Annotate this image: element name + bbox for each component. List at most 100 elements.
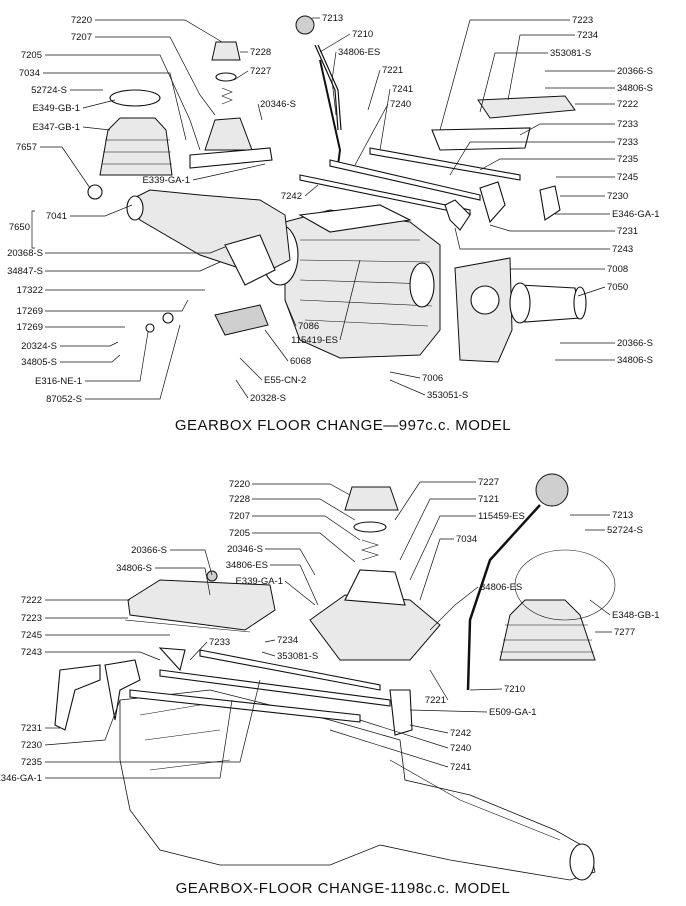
bottom-label-7241: 7241 <box>450 762 471 773</box>
top-label-7650: 7650 <box>9 222 30 233</box>
bottom-label-7277: 7277 <box>614 627 635 638</box>
bottom-label-e346-ga-1: E346-GA-1 <box>0 773 42 784</box>
bottom-diagram-title: GEARBOX-FLOOR CHANGE-1198c.c. MODEL <box>176 880 511 897</box>
top-label-353051-s: 353051-S <box>427 390 468 401</box>
top-label-e55-cn-2: E55-CN-2 <box>264 375 306 386</box>
bottom-label-7245: 7245 <box>21 630 42 641</box>
bottom-label-20346-s: 20346-S <box>227 544 263 555</box>
top-label-7205: 7205 <box>21 50 42 61</box>
bottom-label-20366-s: 20366-S <box>131 545 167 556</box>
top-label-7220: 7220 <box>71 15 92 26</box>
top-label-52724-s: 52724-S <box>31 85 67 96</box>
top-label-7207: 7207 <box>71 32 92 43</box>
top-leader-lines <box>40 17 615 400</box>
bottom-label-7231: 7231 <box>21 723 42 734</box>
top-label-7235: 7235 <box>617 154 638 165</box>
bottom-label-e348-gb-1: E348-GB-1 <box>612 610 660 621</box>
top-label-20366-s-b: 20366-S <box>617 338 653 349</box>
top-label-7233-b: 7233 <box>617 137 638 148</box>
top-label-34806-s-a: 34806-S <box>617 83 653 94</box>
bottom-label-7230: 7230 <box>21 740 42 751</box>
top-label-7213: 7213 <box>322 13 343 24</box>
top-label-34805-s: 34805-S <box>21 357 57 368</box>
top-label-87052-s: 87052-S <box>46 394 82 405</box>
top-label-7242: 7242 <box>281 191 302 202</box>
bottom-label-7233: 7233 <box>209 637 230 648</box>
top-bracket-7650 <box>31 210 35 249</box>
top-label-7230: 7230 <box>607 191 628 202</box>
bottom-label-7207: 7207 <box>229 511 250 522</box>
top-label-7227: 7227 <box>250 66 271 77</box>
bottom-label-7121: 7121 <box>478 494 499 505</box>
top-label-7222: 7222 <box>617 99 638 110</box>
top-label-e339-ga-1: E339-GA-1 <box>142 175 190 186</box>
bottom-label-e509-ga-1: E509-GA-1 <box>489 707 537 718</box>
bottom-label-7240: 7240 <box>450 743 471 754</box>
top-label-20324-s: 20324-S <box>21 341 57 352</box>
top-label-7233-a: 7233 <box>617 119 638 130</box>
top-label-e349-gb-1: E349-GB-1 <box>32 103 80 114</box>
bottom-label-34806-es-a: 34806-ES <box>226 560 268 571</box>
top-label-7006: 7006 <box>422 373 443 384</box>
top-label-7240: 7240 <box>390 99 411 110</box>
bottom-label-7227: 7227 <box>478 477 499 488</box>
bottom-label-353081-s: 353081-S <box>277 651 318 662</box>
bottom-label-7222: 7222 <box>21 595 42 606</box>
top-label-20346-s: 20346-S <box>260 99 296 110</box>
bottom-label-7235: 7235 <box>21 757 42 768</box>
top-label-7086: 7086 <box>298 321 319 332</box>
bottom-label-34806-es-b: 34806-ES <box>480 582 522 593</box>
top-diagram-title: GEARBOX FLOOR CHANGE—997c.c. MODEL <box>175 417 511 434</box>
top-label-7245: 7245 <box>617 172 638 183</box>
bottom-label-7210: 7210 <box>504 684 525 695</box>
top-label-20328-s: 20328-S <box>250 393 286 404</box>
top-label-6068: 6068 <box>290 356 311 367</box>
bottom-label-115459-es: 115459-ES <box>478 511 525 522</box>
bottom-label-34806-s: 34806-S <box>116 563 152 574</box>
top-label-7034: 7034 <box>19 68 40 79</box>
top-label-7223: 7223 <box>572 15 593 26</box>
top-label-7041: 7041 <box>46 211 67 222</box>
top-label-17322: 17322 <box>17 285 43 296</box>
top-label-353081-s: 353081-S <box>550 48 591 59</box>
bottom-label-7221: 7221 <box>425 695 446 706</box>
top-label-20368-s: 20368-S <box>7 248 43 259</box>
bottom-label-7243: 7243 <box>21 647 42 658</box>
top-label-7231: 7231 <box>617 226 638 237</box>
bottom-label-7034: 7034 <box>456 534 477 545</box>
bottom-label-7228: 7228 <box>229 494 250 505</box>
top-label-7234: 7234 <box>577 30 598 41</box>
top-label-7210: 7210 <box>352 29 373 40</box>
top-label-e347-gb-1: E347-GB-1 <box>32 122 80 133</box>
bottom-label-7242: 7242 <box>450 728 471 739</box>
top-label-17269-b: 17269 <box>17 322 43 333</box>
bottom-label-7205: 7205 <box>229 528 250 539</box>
top-label-20366-s-a: 20366-S <box>617 66 653 77</box>
top-label-7221: 7221 <box>382 65 403 76</box>
top-label-34847-s: 34847-S <box>7 266 43 277</box>
bottom-leader-lines <box>44 481 612 779</box>
top-label-7228: 7228 <box>250 47 271 58</box>
top-label-e346-ga-1: E346-GA-1 <box>612 209 660 220</box>
top-label-34806-s-b: 34806-S <box>617 355 653 366</box>
top-parts-drawing <box>87 15 587 363</box>
top-label-7657: 7657 <box>16 142 37 153</box>
top-label-115419-es: 115419-ES <box>291 335 338 346</box>
bottom-parts-drawing <box>54 473 616 881</box>
top-label-e316-ne-1: E316-NE-1 <box>35 376 82 387</box>
bottom-label-e339-ga-1: E339-GA-1 <box>235 576 283 587</box>
bottom-label-7220: 7220 <box>229 479 250 490</box>
top-part-labels: 7220 7207 7205 7034 52724-S E349-GB-1 E3… <box>7 13 659 405</box>
bottom-label-7234: 7234 <box>277 635 298 646</box>
top-label-17269-a: 17269 <box>17 306 43 317</box>
bottom-label-7213: 7213 <box>612 510 633 521</box>
bottom-label-52724-s: 52724-S <box>607 525 643 536</box>
top-label-7241: 7241 <box>392 84 413 95</box>
bottom-label-7223: 7223 <box>21 613 42 624</box>
top-label-7008: 7008 <box>607 264 628 275</box>
top-label-34806-es: 34806-ES <box>338 47 380 58</box>
top-label-7050: 7050 <box>607 282 628 293</box>
bottom-part-labels: 7220 7228 7207 7205 20346-S 34806-ES E33… <box>0 477 660 784</box>
